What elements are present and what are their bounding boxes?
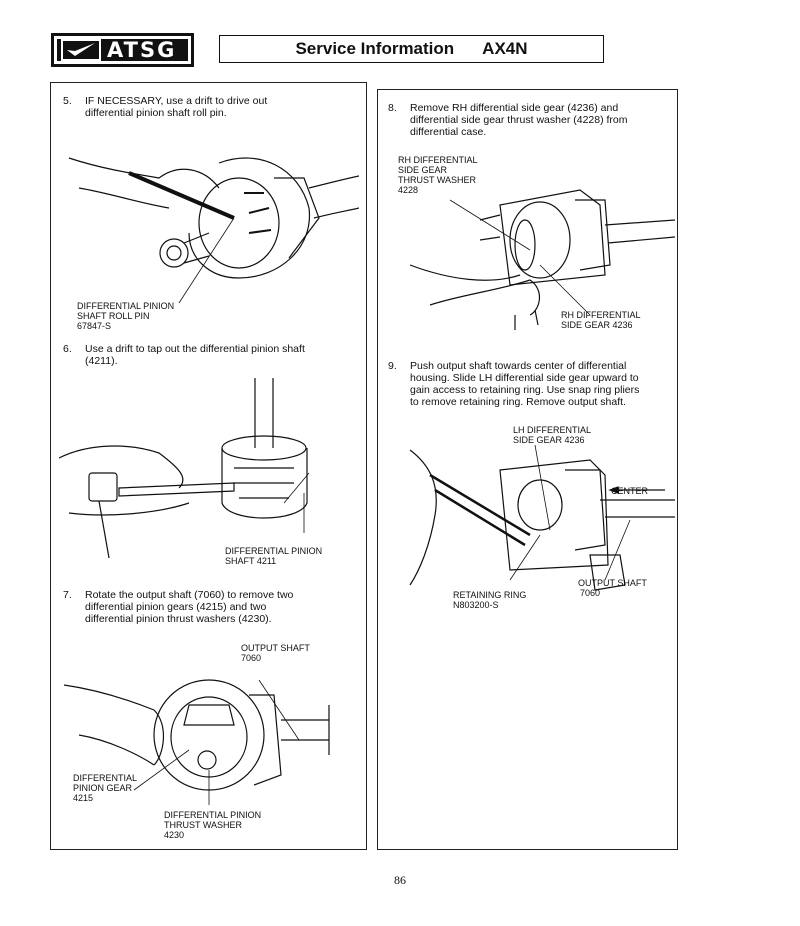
label-line: DIFFERENTIAL PINION xyxy=(225,546,323,556)
figure-rh-side-gear-removal xyxy=(409,189,675,330)
figure-roll-pin-removal xyxy=(68,157,359,304)
label-line: DIFFERENTIAL PINION xyxy=(164,810,262,820)
label-pinion-gear: DIFFERENTIAL PINION GEAR 4215 xyxy=(73,773,137,803)
page-number: 86 xyxy=(394,873,406,887)
step-number: 9. xyxy=(388,360,397,372)
figure-output-shaft-rotate xyxy=(63,679,330,805)
checkmark-logo-icon xyxy=(61,39,101,61)
label-line: 7060 xyxy=(580,588,601,598)
step-text-line: differential case. xyxy=(410,126,487,138)
step-number: 8. xyxy=(388,102,397,114)
label-line: DIFFERENTIAL xyxy=(73,773,138,783)
step-text-line: gain access to retaining ring. Use snap … xyxy=(410,384,640,396)
label-line: RH DIFFERENTIAL xyxy=(561,310,641,320)
step-text-line: to remove retaining ring. Remove output … xyxy=(410,396,626,408)
label-thrust-washer: DIFFERENTIAL PINION THRUST WASHER 4230 xyxy=(164,810,261,840)
step-number: 5. xyxy=(63,95,72,107)
label-line: 4228 xyxy=(398,185,419,195)
label-line: PINION GEAR xyxy=(73,783,133,793)
label-center: CENTER xyxy=(611,486,648,496)
step-number: 7. xyxy=(63,589,72,601)
label-line: RETAINING RING xyxy=(453,590,527,600)
logo-text: ATSG xyxy=(107,38,177,62)
label-line: OUTPUT SHAFT xyxy=(578,578,647,588)
right-panel: 8. Remove RH differential side gear (423… xyxy=(377,89,678,850)
step-text-line: Remove RH differential side gear (4236) … xyxy=(410,102,619,114)
atsg-logo: ATSG xyxy=(51,33,194,67)
label-line: OUTPUT SHAFT xyxy=(241,643,310,653)
page-title: Service Information AX4N xyxy=(219,35,604,63)
label-line: DIFFERENTIAL PINION xyxy=(77,301,175,311)
step-text-line: (4211). xyxy=(85,355,118,367)
label-line: SHAFT ROLL PIN xyxy=(77,311,150,321)
label-line: RH DIFFERENTIAL xyxy=(398,155,478,165)
label-output-shaft: OUTPUT SHAFT 7060 xyxy=(241,643,310,663)
title-text: Service Information xyxy=(295,39,455,58)
label-line: THRUST WASHER xyxy=(164,820,243,830)
step-text-line: differential pinion thrust washers (4230… xyxy=(85,613,272,625)
label-line: 67847-S xyxy=(77,321,112,331)
label-line: 4215 xyxy=(73,793,94,803)
label-lh-side-gear: LH DIFFERENTIAL SIDE GEAR 4236 xyxy=(513,425,591,445)
step-text-line: differential pinion shaft roll pin. xyxy=(85,107,227,119)
label-line: 7060 xyxy=(241,653,262,663)
label-line: CENTER xyxy=(611,486,649,496)
left-panel: 5. IF NECESSARY, use a drift to drive ou… xyxy=(50,82,367,850)
label-rh-thrust-washer: RH DIFFERENTIAL SIDE GEAR THRUST WASHER … xyxy=(398,155,478,195)
label-line: THRUST WASHER xyxy=(398,175,477,185)
figure-retaining-ring-removal xyxy=(409,445,675,591)
label-line: N803200-S xyxy=(453,600,499,610)
label-line: LH DIFFERENTIAL xyxy=(513,425,592,435)
label-pinion-shaft: DIFFERENTIAL PINION SHAFT 4211 xyxy=(225,546,322,566)
label-line: SIDE GEAR 4236 xyxy=(561,320,633,330)
step-text-line: IF NECESSARY, use a drift to drive out xyxy=(85,95,268,107)
step-text-line: Push output shaft towards center of diff… xyxy=(410,360,627,372)
step-text-line: differential side gear thrust washer (42… xyxy=(410,114,628,126)
label-retaining-ring: RETAINING RING N803200-S xyxy=(453,590,526,610)
model-text: AX4N xyxy=(482,39,528,58)
label-line: SHAFT 4211 xyxy=(225,556,277,566)
figure-pinion-shaft-tap xyxy=(59,378,310,559)
label-line: 4230 xyxy=(164,830,185,840)
step-text-line: Use a drift to tap out the differential … xyxy=(85,343,305,355)
label-line: SIDE GEAR 4236 xyxy=(513,435,585,445)
label-line: SIDE GEAR xyxy=(398,165,448,175)
step-number: 6. xyxy=(63,343,72,355)
label-output-shaft-9: OUTPUT SHAFT 7060 xyxy=(578,578,647,598)
step-text-line: Rotate the output shaft (7060) to remove… xyxy=(85,589,294,601)
label-roll-pin: DIFFERENTIAL PINION SHAFT ROLL PIN 67847… xyxy=(77,301,174,331)
step-text-line: differential pinion gears (4215) and two xyxy=(85,601,267,613)
step-text-line: housing. Slide LH differential side gear… xyxy=(410,372,639,384)
label-rh-side-gear: RH DIFFERENTIAL SIDE GEAR 4236 xyxy=(561,310,641,330)
